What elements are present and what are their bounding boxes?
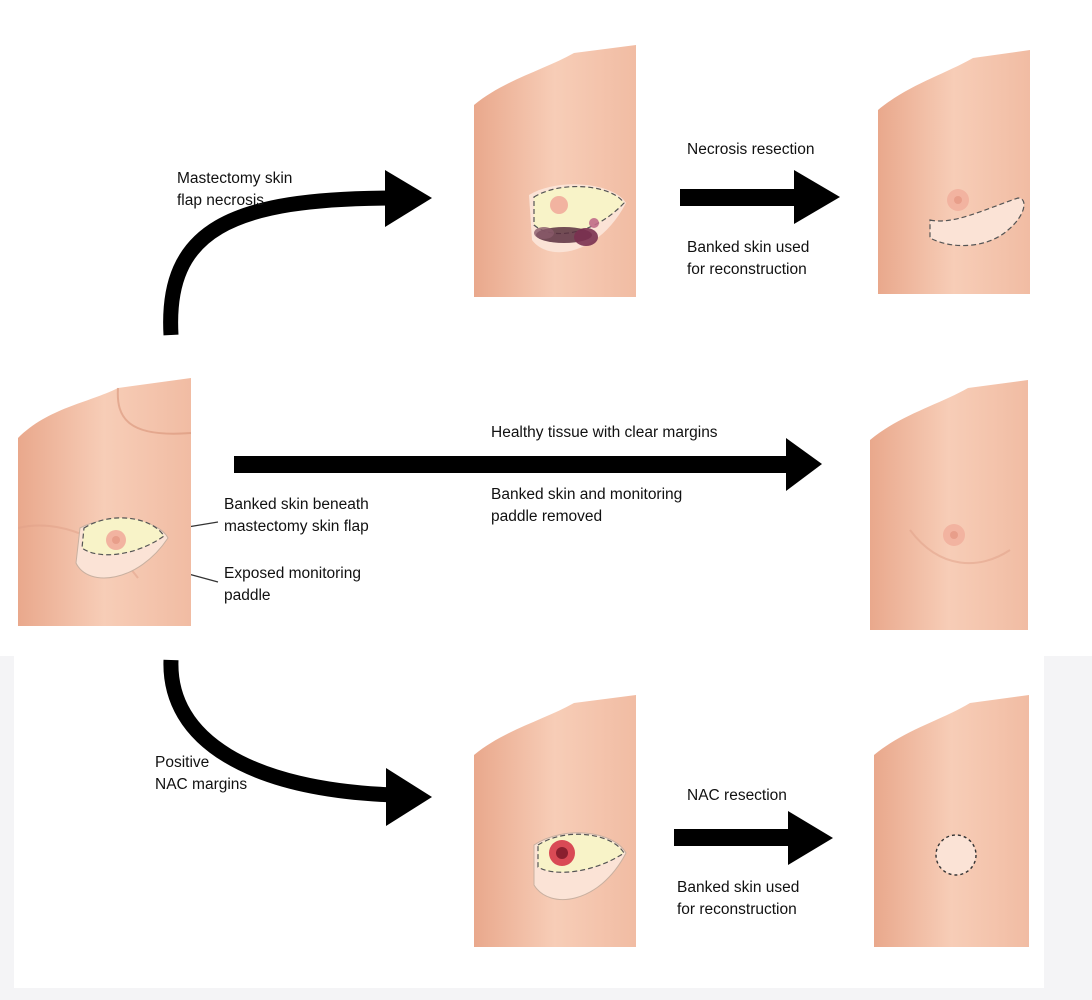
middle-arrow-head (786, 438, 822, 491)
label-mastectomy-skin-flap-necrosis: Mastectomy skin flap necrosis (177, 170, 293, 209)
figure-skin-flap-necrosis (474, 45, 636, 297)
figure-necrosis-resected (878, 50, 1030, 294)
label-positive-nac-margins: Positive NAC margins (155, 754, 248, 793)
label-top-banked-skin: Banked skin used for reconstruction (687, 239, 810, 278)
curved-arrow-down (163, 659, 396, 803)
top-right-arrow-shaft (680, 189, 796, 206)
curved-arrow-up (163, 190, 396, 336)
label-healthy-tissue: Healthy tissue with clear margins (491, 424, 718, 441)
figure-initial-reconstruction (18, 378, 191, 626)
middle-arrow-shaft (234, 456, 788, 473)
bottom-right-arrow-head (788, 811, 833, 865)
figure-healthy-outcome (870, 380, 1028, 630)
top-right-arrow-head (794, 170, 840, 224)
figure-positive-nac-margins (474, 695, 636, 947)
label-banked-skin-beneath-flap: Banked skin beneath mastectomy skin flap (224, 496, 369, 535)
bottom-right-arrow-shaft (674, 829, 790, 846)
label-bottom-banked-skin: Banked skin used for reconstruction (677, 879, 800, 918)
curved-arrow-down-head (386, 768, 432, 826)
label-necrosis-resection: Necrosis resection (687, 141, 815, 158)
label-exposed-monitoring-paddle: Exposed monitoring paddle (224, 565, 361, 604)
label-banked-skin-removed: Banked skin and monitoring paddle remove… (491, 486, 683, 525)
label-nac-resection: NAC resection (687, 787, 787, 804)
figure-nac-resected (874, 695, 1029, 947)
curved-arrow-up-head (385, 170, 432, 227)
